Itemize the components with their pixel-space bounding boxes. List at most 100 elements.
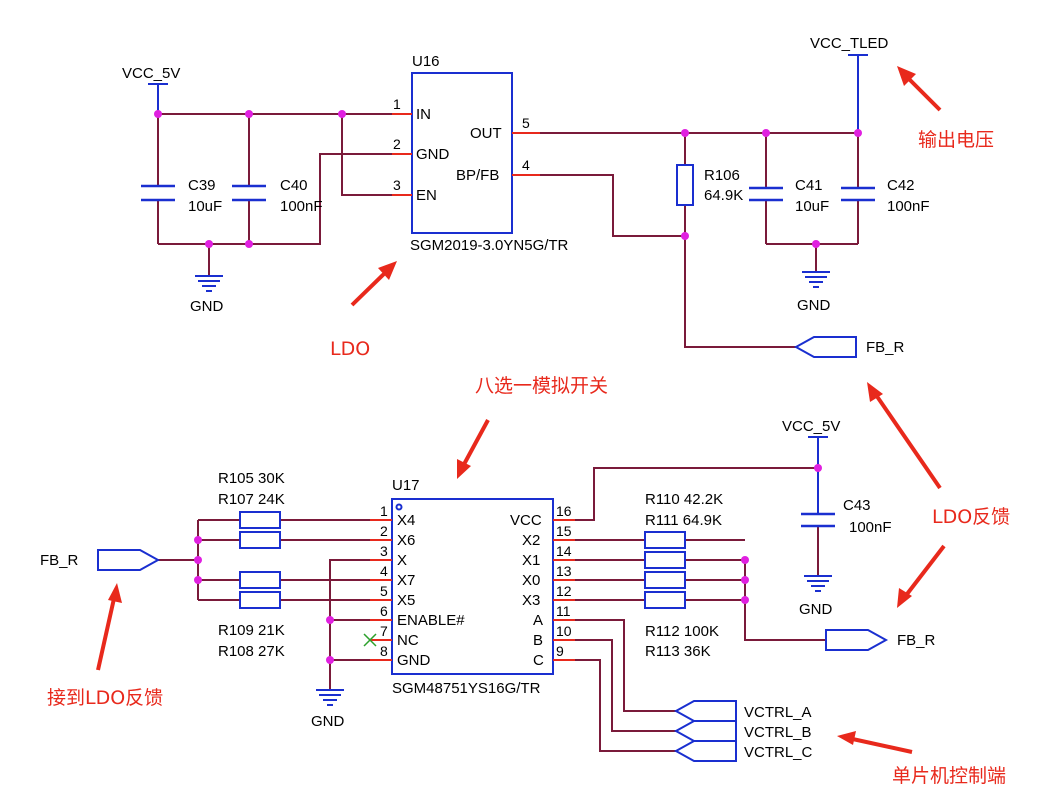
u17-pin2-name: X6 (397, 532, 415, 549)
u17-pin6-num: 6 (380, 603, 388, 619)
capacitor-c43: C43 100nF (801, 497, 892, 536)
annotation-output-voltage: 输出电压 (918, 129, 994, 151)
resistor-r107 (239, 531, 281, 549)
u17-pin4-name: X7 (397, 572, 415, 589)
fb-r-port-left: FB_R (40, 549, 161, 571)
gnd-symbol-ldo-input: GND (190, 275, 224, 315)
u16-pin1-num: 1 (393, 96, 401, 112)
u16-pin1-name: IN (416, 106, 431, 123)
vcc-5v-power-symbol-mux: VCC_5V (782, 418, 840, 514)
gnd-symbol-mux: GND (311, 689, 345, 730)
r108-label: R108 27K (218, 643, 285, 660)
resistor-r112 (644, 571, 686, 589)
u16-pin4-name: BP/FB (456, 167, 499, 184)
vcc-tled-power-symbol: VCC_TLED (810, 35, 889, 133)
nc-mark (363, 633, 377, 647)
u17-pin11-name: A (533, 612, 543, 629)
r110-label: R110 42.2K (645, 491, 723, 508)
u17-pin3-name: X (397, 552, 407, 569)
annotation-ldo: LDO (330, 338, 370, 360)
r109-label: R109 21K (218, 622, 285, 639)
u17-pin15-name: X2 (522, 532, 540, 549)
gnd-label-mux: GND (311, 713, 345, 730)
resistor-r109 (239, 571, 281, 589)
u17-pin11-num: 11 (556, 603, 571, 619)
annotation-mux: 八选一模拟开关 (475, 375, 608, 397)
fb-r-port-right: FB_R (825, 629, 936, 651)
r111-label: R111 64.9K (645, 512, 722, 529)
annotation-ldo-feedback: LDO反馈 (932, 506, 1010, 528)
u17-ref: U17 (392, 477, 420, 494)
c39-ref: C39 (188, 177, 216, 194)
u17-pin5-name: X5 (397, 592, 415, 609)
capacitor-c40: C40 100nF (232, 177, 323, 215)
vctrl-b-label: VCTRL_B (744, 724, 812, 741)
u17-pin15-num: 15 (556, 523, 572, 539)
vcc-5v-label: VCC_5V (122, 65, 180, 82)
c41-value: 10uF (795, 198, 829, 215)
gnd-label-c43: GND (799, 601, 833, 618)
u17-pin16-num: 16 (556, 503, 572, 519)
u17-pin12-num: 12 (556, 583, 572, 599)
resistor-r108 (239, 591, 281, 609)
ldo-section: VCC_5V C39 10uF C40 100nF (122, 35, 930, 358)
u17-pin13-num: 13 (556, 563, 572, 579)
u17-pin8-name: GND (397, 652, 431, 669)
u16-pin2-num: 2 (393, 136, 401, 152)
r113-label: R113 36K (645, 643, 711, 660)
vcc-5v-power-symbol: VCC_5V (122, 65, 180, 114)
c42-value: 100nF (887, 198, 930, 215)
u17-pin14-name: X1 (522, 552, 540, 569)
c42-ref: C42 (887, 177, 915, 194)
vctrl-a-port: VCTRL_A (673, 700, 812, 722)
resistor-r105 (239, 511, 281, 529)
u17-pin1-name: X4 (397, 512, 415, 529)
u17-pin6-name: ENABLE# (397, 612, 465, 629)
c41-ref: C41 (795, 177, 823, 194)
u16-part: SGM2019-3.0YN5G/TR (410, 237, 569, 254)
u17-pin7-num: 7 (380, 623, 388, 639)
vctrl-c-label: VCTRL_C (744, 744, 813, 761)
vcc-5v-label-mux: VCC_5V (782, 418, 840, 435)
fb-r-port-top: FB_R (793, 336, 905, 358)
r106-ref: R106 (704, 167, 740, 184)
u17-pin5-num: 5 (380, 583, 388, 599)
u17-pin2-num: 2 (380, 523, 388, 539)
c43-value: 100nF (849, 519, 892, 536)
c40-ref: C40 (280, 177, 308, 194)
resistor-r110 (644, 531, 686, 549)
u17-pin14-num: 14 (556, 543, 572, 559)
u17-pin12-name: X3 (522, 592, 540, 609)
u16-pin5-num: 5 (522, 115, 530, 131)
capacitor-c42: C42 100nF (841, 177, 930, 215)
u17-pin3-num: 3 (380, 543, 388, 559)
annotation-to-ldo-feedback: 接到LDO反馈 (47, 687, 163, 709)
fb-r-label-left: FB_R (40, 552, 79, 569)
u16-ref: U16 (412, 53, 440, 70)
r107-label: R107 24K (218, 491, 285, 508)
u17-pin10-num: 10 (556, 623, 572, 639)
u16-pin5-name: OUT (470, 125, 502, 142)
fb-r-label-right: FB_R (897, 632, 936, 649)
mux-chip-u17: U17 SGM48751YS16G/TR 1 X4 2 X6 (370, 477, 575, 697)
vctrl-b-port: VCTRL_B (673, 720, 812, 742)
capacitor-c41: C41 10uF (749, 177, 829, 215)
u17-pin7-name: NC (397, 632, 419, 649)
u17-pin9-num: 9 (556, 643, 564, 659)
ldo-chip-u16: U16 SGM2019-3.0YN5G/TR 1 IN 2 GND 3 EN 5… (392, 53, 569, 254)
capacitor-c39: C39 10uF (141, 177, 222, 215)
u17-pin16-name: VCC (510, 512, 542, 529)
u17-pin8-num: 8 (380, 643, 388, 659)
gnd-label: GND (190, 298, 224, 315)
u16-pin3-name: EN (416, 187, 437, 204)
u17-pin13-name: X0 (522, 572, 540, 589)
vctrl-c-port: VCTRL_C (673, 740, 813, 762)
gnd-symbol-ldo-output: GND (797, 271, 831, 314)
resistor-r113 (644, 591, 686, 609)
u16-pin4-num: 4 (522, 157, 530, 173)
gnd-label-ldo-output: GND (797, 297, 831, 314)
u16-pin2-name: GND (416, 146, 450, 163)
c43-ref: C43 (843, 497, 871, 514)
r106-value: 64.9K (704, 187, 743, 204)
